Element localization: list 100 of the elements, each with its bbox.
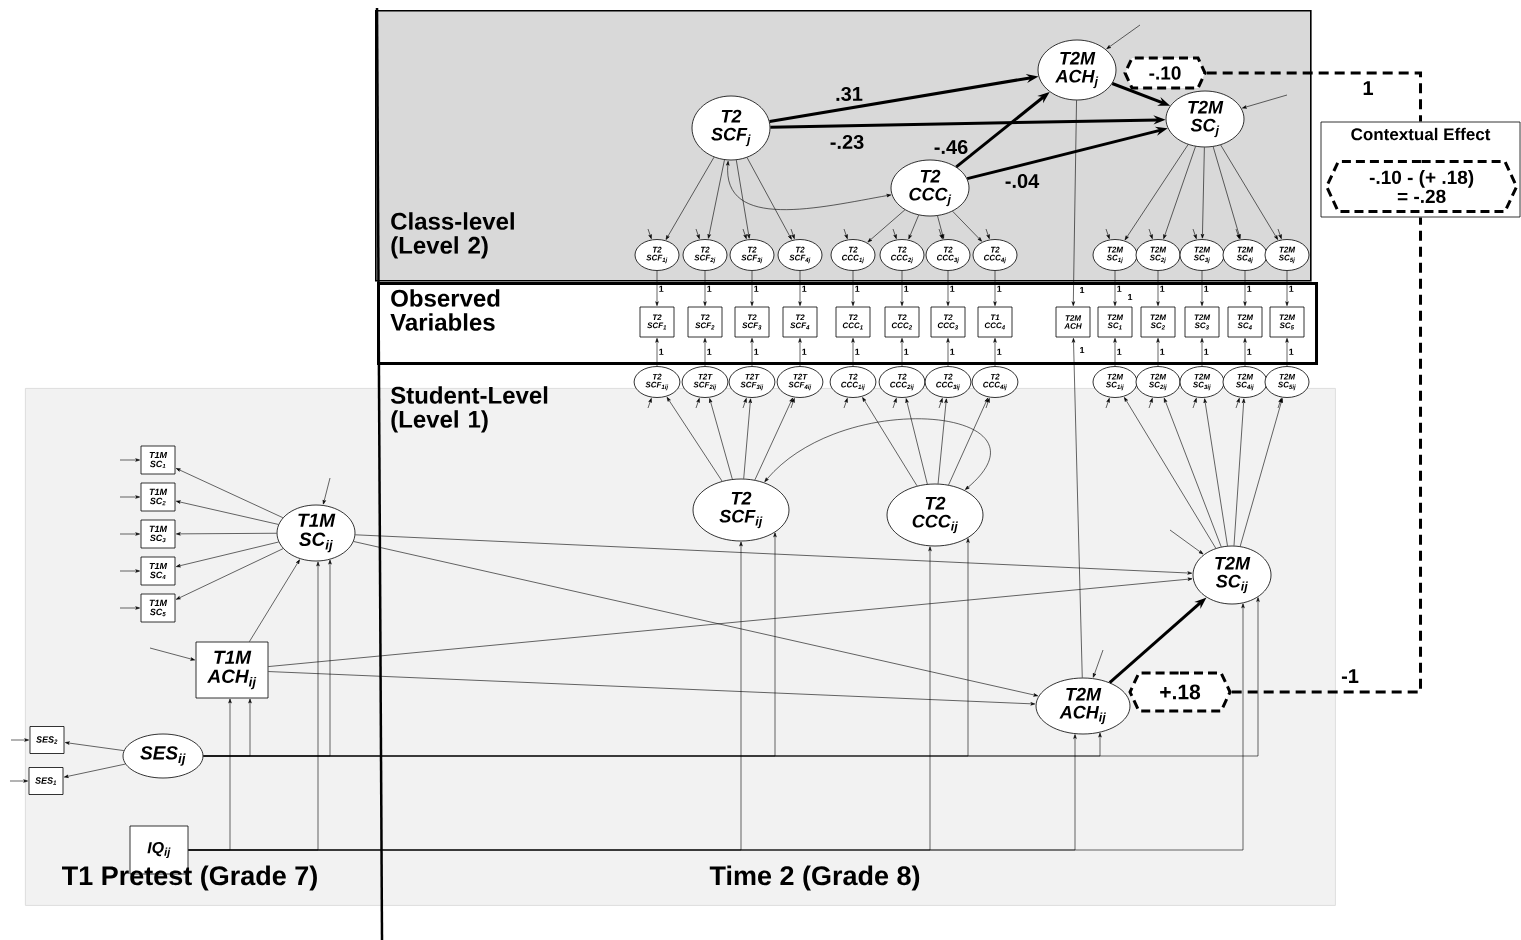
disturbance-arrow	[938, 228, 943, 239]
path-arrow	[1233, 398, 1246, 546]
observed-box: T2 SCF$_{3}$	[734, 306, 770, 338]
disturbance-arrow	[938, 398, 943, 409]
path-arrow	[268, 671, 1036, 706]
disturbance-arrow	[892, 228, 897, 239]
path-arrow	[1243, 270, 1247, 306]
path-arrow	[203, 597, 1260, 757]
edge-label: 1	[949, 348, 956, 356]
path-arrow	[1113, 270, 1117, 306]
disturbance-arrow	[647, 398, 652, 409]
path-arrow	[746, 157, 792, 240]
edge-label: -1	[1340, 668, 1360, 684]
disturbance-arrow	[1148, 228, 1153, 239]
path-arrow	[798, 270, 802, 306]
disturbance-arrow	[119, 495, 140, 499]
disturbance-arrow	[1105, 228, 1110, 239]
estimate-hexagon: +.18	[1128, 671, 1232, 713]
path-arrow	[798, 338, 802, 367]
observed-box: T1M SC$_{2}$	[140, 482, 176, 512]
path-arrow	[1220, 144, 1278, 240]
disturbance-arrow	[1192, 398, 1197, 409]
observed-box: T2M SC$_{1}$	[1097, 306, 1133, 338]
disturbance-arrow	[647, 228, 652, 239]
path-arrow	[1285, 270, 1289, 306]
observed-box: T2 CCC$_{3}$	[930, 306, 966, 338]
path-arrow	[1212, 146, 1241, 239]
disturbance-arrow	[1277, 398, 1282, 409]
observed-box: T2 SCF$_{4}$	[782, 306, 818, 338]
path-arrow	[952, 211, 982, 242]
dashed-connector	[1231, 217, 1422, 694]
path-arrow	[948, 397, 989, 486]
path-arrow	[851, 338, 855, 367]
path-arrow	[188, 603, 1245, 851]
path-arrow	[707, 159, 725, 239]
observed-box: T1M ACH$_{ij}$	[195, 641, 269, 699]
observed-box: T1 CCC$_{4}$	[977, 306, 1013, 338]
path-arrow	[1156, 270, 1160, 306]
path-arrow	[65, 741, 125, 751]
edge-label: 1	[1203, 285, 1210, 293]
path-arrow	[249, 559, 300, 642]
observed-box: T2M ACH	[1055, 306, 1091, 338]
path-arrow	[655, 338, 659, 367]
path-arrow	[862, 397, 918, 487]
estimate-hexagon: -.10	[1123, 56, 1207, 90]
path-arrow	[64, 763, 126, 778]
edge-label: 1	[903, 348, 910, 356]
path-arrow	[268, 577, 1193, 667]
edge-label: 1	[1116, 285, 1123, 293]
path-arrow	[1200, 147, 1205, 239]
disturbance-arrow	[119, 569, 140, 573]
path-arrow	[703, 270, 707, 306]
disturbance-arrow	[9, 779, 28, 783]
path-arrow	[1243, 338, 1247, 367]
edge-label: 1	[753, 348, 760, 356]
observed-box: T1M SC$_{5}$	[140, 593, 176, 623]
observed-box: T2M SC$_{3}$	[1184, 306, 1220, 338]
path-arrow	[1163, 146, 1196, 239]
disturbance-arrow	[892, 398, 897, 409]
edge-label: 1	[801, 285, 808, 293]
disturbance-arrow	[1105, 398, 1110, 409]
edge-label: 1	[903, 285, 910, 293]
edge-label: 1	[854, 348, 861, 356]
disturbance-arrow	[742, 398, 747, 409]
path-arrow	[743, 398, 752, 479]
disturbance-arrow	[1192, 228, 1197, 239]
path-arrow	[1200, 270, 1204, 306]
path-arrow	[176, 500, 279, 525]
path-arrow	[1071, 100, 1077, 306]
path-arrow	[937, 398, 948, 484]
edge-label: 1	[658, 285, 665, 293]
edge-label: 1	[949, 285, 956, 293]
path-arrow	[1285, 338, 1289, 367]
path-arrow	[1124, 144, 1189, 241]
disturbance-arrow	[149, 647, 195, 661]
covariance-arrow	[764, 418, 991, 490]
path-arrow	[867, 209, 906, 243]
disturbance-arrow	[1242, 94, 1288, 109]
disturbance-arrow	[119, 606, 140, 610]
edge-label: 1	[1078, 345, 1086, 355]
path-arrow	[666, 397, 723, 482]
observed-box: T2M SC$_{4}$	[1227, 306, 1263, 338]
path-arrow	[937, 215, 945, 239]
disturbance-arrow	[119, 458, 140, 462]
path-arrow	[736, 159, 751, 239]
edge-label: 1	[1288, 348, 1295, 356]
path-arrow	[900, 270, 904, 306]
edge-label: 1	[801, 348, 808, 356]
path-arrow	[1113, 338, 1117, 367]
path-arrow	[750, 270, 754, 306]
path-arrow	[176, 532, 277, 536]
edge-label: 1	[996, 285, 1003, 293]
disturbance-arrow	[1235, 228, 1240, 239]
estimate-hexagon: -.10 - (+ .18) = -.28	[1324, 160, 1519, 214]
observed-box: T2M SC$_{5}$	[1269, 306, 1305, 338]
path-arrow	[908, 214, 919, 240]
observed-box: T2 CCC$_{1}$	[835, 306, 871, 338]
path-arrow	[353, 541, 1039, 697]
disturbance-arrow	[843, 398, 848, 409]
path-arrow	[176, 541, 279, 568]
